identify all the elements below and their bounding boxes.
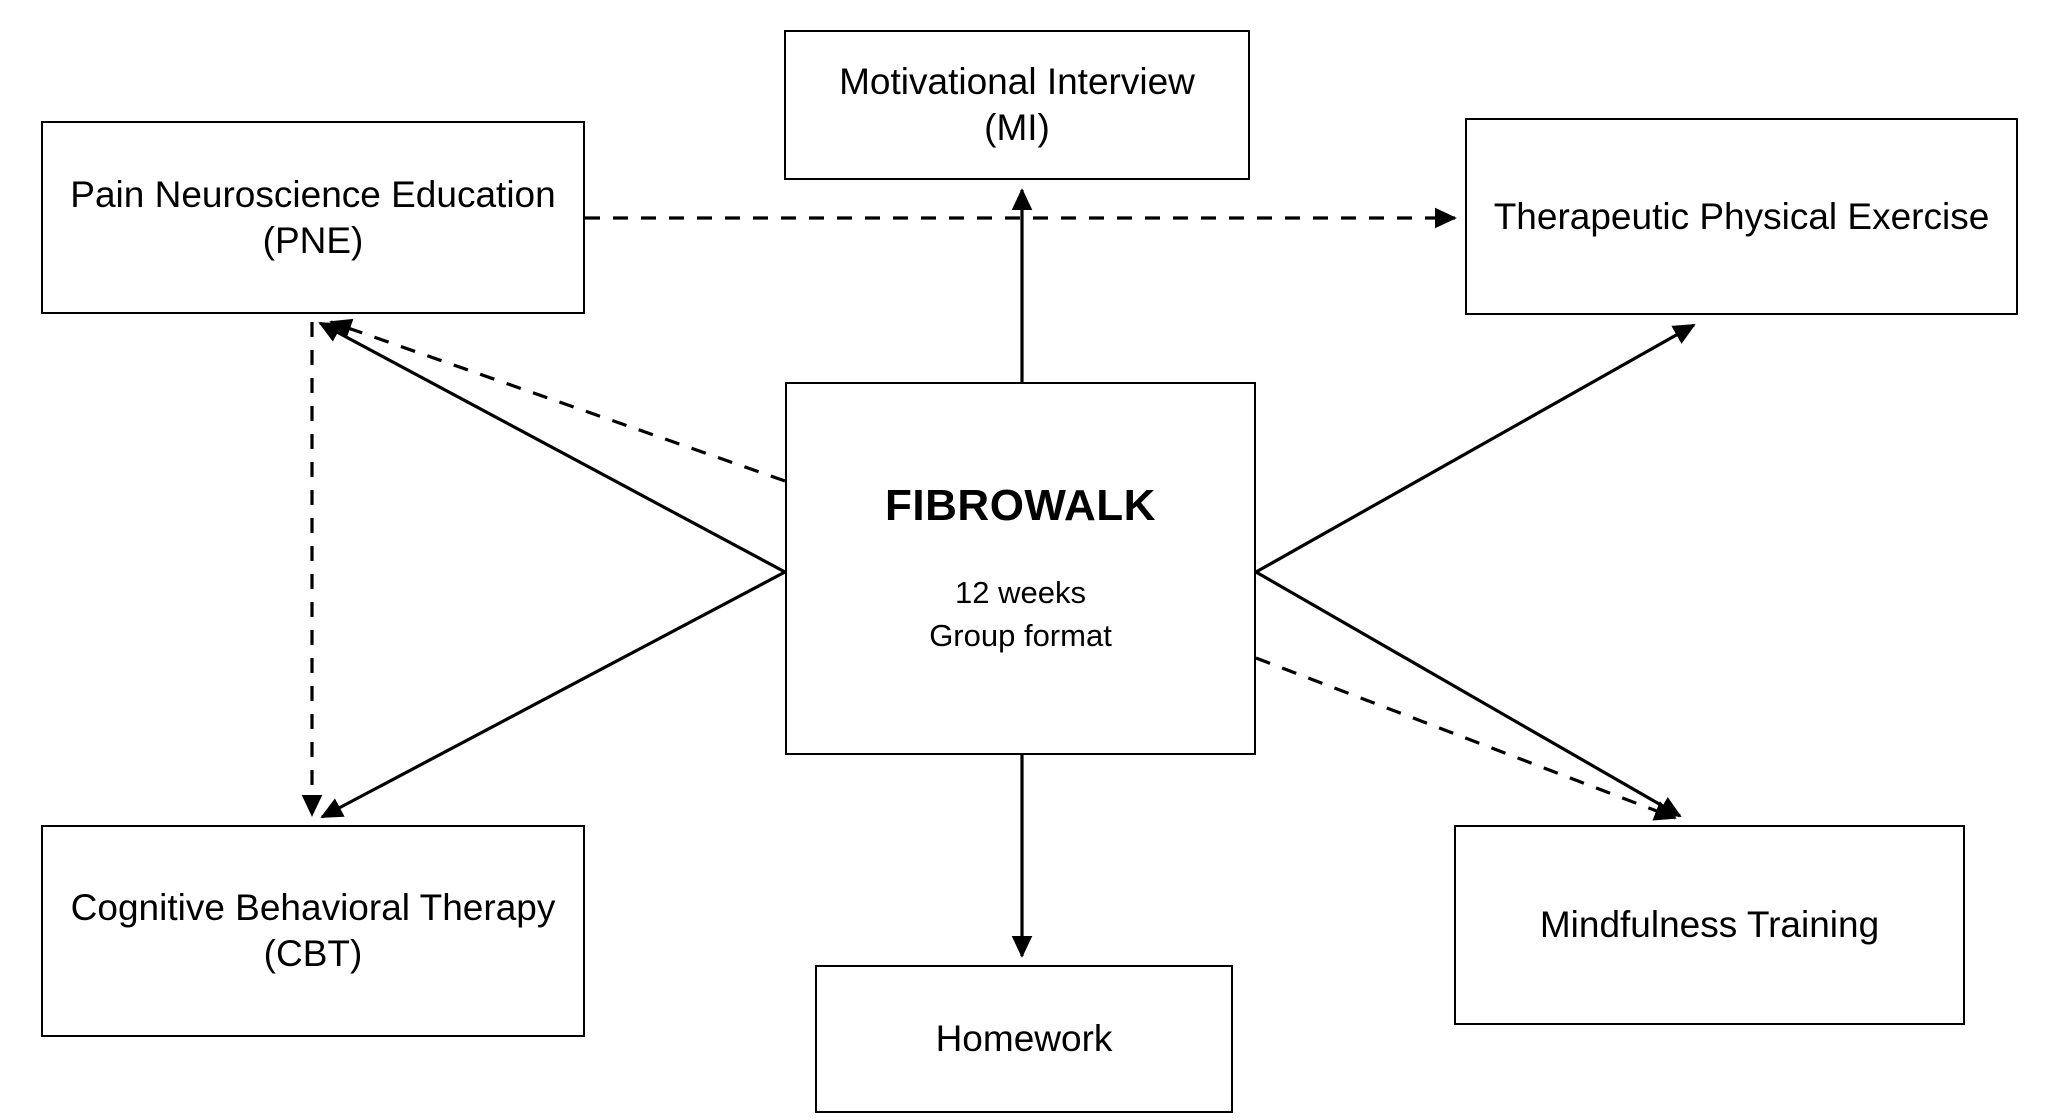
node-homework[interactable]: Homework: [815, 965, 1233, 1113]
edge-fibrowalk-to-pne-dashed: [329, 318, 786, 483]
node-tpe-label-line1: Therapeutic Physical Exercise: [1493, 195, 1990, 237]
node-motivational-interview[interactable]: Motivational Interview (MI): [784, 30, 1250, 180]
node-pain-neuroscience-education[interactable]: Pain Neuroscience Education (PNE): [41, 121, 585, 314]
node-fibrowalk-format: Group format: [929, 617, 1112, 653]
node-cbt-label-line1: Cognitive Behavioral Therapy: [70, 887, 556, 929]
edge-fibrowalk-to-cbt: [320, 570, 786, 819]
node-mindfulness-label: Mindfulness Training: [1539, 904, 1880, 946]
node-fibrowalk-title: FIBROWALK: [885, 481, 1156, 531]
node-mi-label-line2: (MI): [984, 107, 1050, 148]
node-mindfulness-training[interactable]: Mindfulness Training: [1454, 825, 1965, 1025]
node-cognitive-behavioral-therapy[interactable]: Cognitive Behavioral Therapy (CBT): [41, 825, 585, 1037]
node-homework-label: Homework: [935, 1018, 1113, 1060]
edge-fibrowalk-to-pne-solid: [318, 321, 786, 574]
edge-fibrowalk-to-mindfulness: [1255, 570, 1682, 818]
node-pne-label-line1: Pain Neuroscience Education: [70, 173, 556, 215]
edge-fibrowalk-to-tpe: [1255, 323, 1696, 574]
node-therapeutic-physical-exercise[interactable]: Therapeutic Physical Exercise: [1465, 118, 2018, 315]
node-mi-label-line1: Motivational Interview: [839, 61, 1195, 103]
node-fibrowalk-duration: 12 weeks: [955, 575, 1086, 610]
node-fibrowalk[interactable]: FIBROWALK 12 weeks Group format: [785, 382, 1256, 755]
node-pne-label-line2: (PNE): [262, 219, 364, 261]
edge-fibrowalk-to-mindfulness-dashed: [1255, 656, 1677, 821]
node-cbt-label-line2: (CBT): [263, 933, 363, 974]
